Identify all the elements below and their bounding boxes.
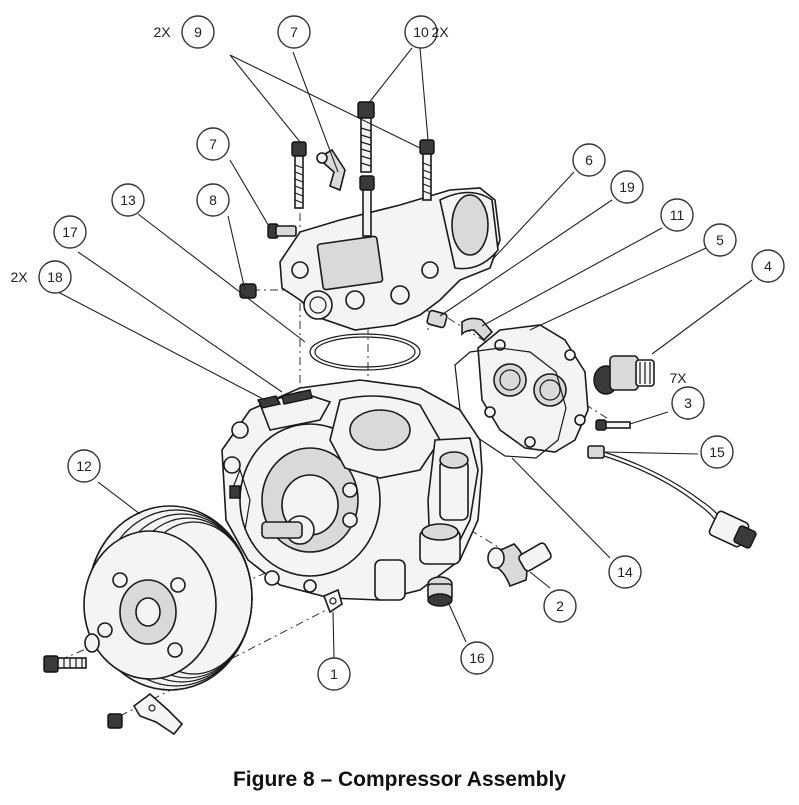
bolt-10-lower: [359, 175, 375, 237]
callout-10: 10 2X: [404, 15, 449, 49]
callout-16-label: 16: [469, 650, 485, 666]
callout-9: 9 2X: [153, 15, 215, 49]
callout-4-label: 4: [764, 258, 772, 274]
manifold-housing: [279, 187, 501, 331]
pulley-bolt: [43, 633, 100, 673]
callout-19-label: 19: [619, 179, 635, 195]
callout-3: 3 7X: [669, 370, 705, 420]
callout-2: 2: [543, 589, 577, 623]
o-ring-13: [309, 333, 421, 371]
callout-16: 16: [460, 641, 494, 675]
callout-7-left: 7: [196, 127, 230, 161]
callout-8-label: 8: [209, 192, 217, 208]
callout-1: 1: [317, 657, 351, 691]
callout-3-qty: 7X: [669, 370, 687, 386]
callout-7-top-label: 7: [290, 24, 298, 40]
leader-lines: [57, 47, 753, 659]
callout-14: 14: [608, 555, 642, 589]
callout-19: 19: [610, 170, 644, 204]
fitting-11: [461, 317, 494, 342]
figure-caption: Figure 8 – Compressor Assembly: [232, 768, 566, 791]
compressor-exploded-diagram: 9 2X 7 10 2X 7 6 13 8 19 17 11 5: [10, 15, 785, 736]
callout-6: 6: [572, 143, 606, 177]
plug-16: [427, 576, 453, 607]
callout-11: 11: [660, 198, 694, 232]
callout-9-qty: 2X: [153, 24, 171, 40]
callout-6-label: 6: [585, 152, 593, 168]
clutch-pulley-12: [83, 505, 253, 691]
callout-12-label: 12: [76, 458, 92, 474]
bolt-9-left: [291, 141, 307, 209]
elbow-fitting-2: [487, 542, 552, 588]
callout-18-qty: 2X: [10, 269, 28, 285]
compressor-body: [221, 379, 483, 601]
clip-bracket: [107, 692, 184, 736]
callout-3-label: 3: [684, 395, 692, 411]
plug-8: [239, 283, 257, 299]
callout-17: 17: [53, 215, 87, 249]
fitting-4: [593, 355, 655, 395]
callout-5: 5: [703, 223, 737, 257]
fitting-7-left: [267, 223, 297, 239]
callout-18: 18 2X: [10, 260, 72, 294]
callout-11-label: 11: [670, 207, 685, 223]
callout-13-label: 13: [120, 192, 136, 208]
rear-cover-5: [477, 324, 589, 453]
callout-15-label: 15: [709, 444, 725, 460]
callout-17-label: 17: [62, 224, 78, 240]
callout-13: 13: [111, 183, 145, 217]
washer-1: [322, 588, 343, 614]
fitting-7-top: [316, 148, 346, 192]
callout-1-label: 1: [330, 666, 338, 682]
sensor-15: [587, 445, 757, 549]
callout-10-label: 10: [413, 24, 429, 40]
callout-14-label: 14: [617, 564, 633, 580]
callout-5-label: 5: [716, 232, 724, 248]
callout-18-label: 18: [47, 269, 63, 285]
callout-8: 8: [196, 183, 230, 217]
callout-10-qty: 2X: [431, 24, 449, 40]
callout-7-left-label: 7: [209, 136, 217, 152]
callout-9-label: 9: [194, 24, 202, 40]
callout-2-label: 2: [556, 598, 564, 614]
callout-15: 15: [700, 435, 734, 469]
bolt-10-top: [357, 101, 375, 173]
callout-4: 4: [751, 249, 785, 283]
callout-7-top: 7: [277, 15, 311, 49]
callout-12: 12: [67, 449, 101, 483]
bolt-9-right: [419, 139, 435, 201]
screw-3: [595, 419, 631, 431]
o-ring-13-inner: [314, 336, 416, 368]
